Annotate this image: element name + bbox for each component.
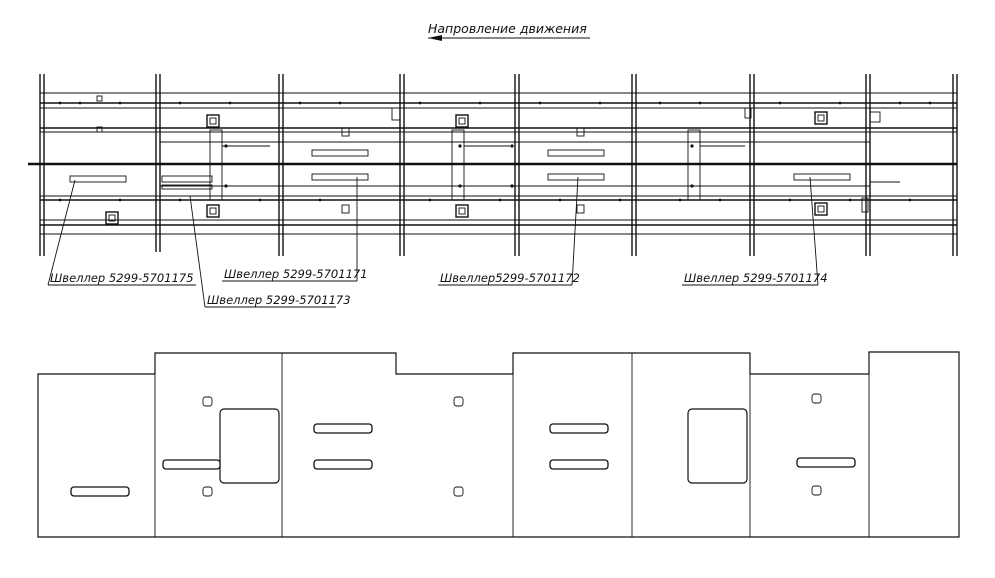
- inner-subframes: [209, 129, 900, 201]
- label-channel-1174: Швеллер 5299-5701174: [684, 271, 828, 285]
- small-openings: [202, 393, 822, 497]
- floor-panel-outline: [37, 351, 960, 538]
- access-hatch-right: [687, 408, 748, 484]
- longitudinal-rails: [28, 92, 957, 235]
- label-channel-1171: Швеллер 5299-5701171: [224, 267, 368, 281]
- channel-slots: [70, 423, 856, 497]
- lugs: [96, 95, 881, 214]
- label-channel-1175: Швеллер 5299-5701175: [50, 271, 194, 285]
- mounting-brackets: [105, 111, 828, 225]
- label-channel-1173: Швеллер 5299-5701173: [207, 293, 351, 307]
- part-labels: Швеллер 5299-5701175 Швеллер 5299-570117…: [50, 267, 828, 307]
- frame-plan: [28, 74, 958, 308]
- access-hatch-left: [219, 408, 280, 484]
- direction-arrow-icon: [428, 35, 442, 41]
- panel-layout: [37, 351, 960, 538]
- label-channel-1172: Швеллер5299-5701172: [440, 271, 580, 285]
- bolt-markers: [58, 101, 932, 202]
- cross-members: [39, 74, 958, 256]
- leader-lines: [47, 176, 819, 308]
- channels-plan: [69, 149, 851, 190]
- direction-title: Напровление движения: [428, 21, 587, 36]
- direction-indicator: Напровление движения: [428, 21, 590, 41]
